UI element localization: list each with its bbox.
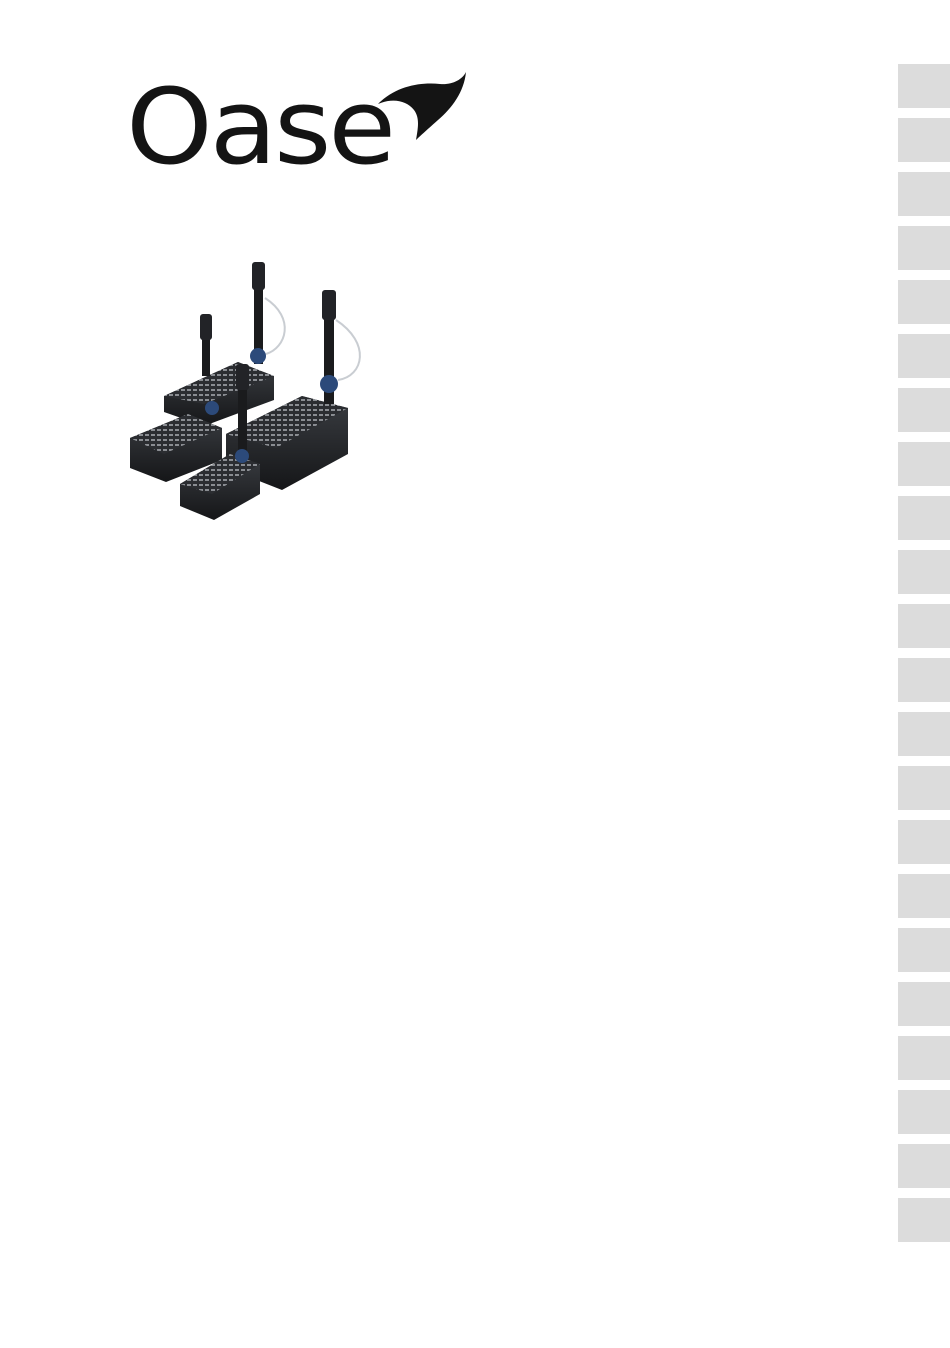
language-tab[interactable] (898, 712, 950, 756)
language-tab[interactable] (898, 1036, 950, 1080)
language-tab[interactable] (898, 1090, 950, 1134)
language-tab[interactable] (898, 820, 950, 864)
language-tab[interactable] (898, 766, 950, 810)
language-tab[interactable] (898, 334, 950, 378)
language-tab[interactable] (898, 1144, 950, 1188)
language-tab[interactable] (898, 280, 950, 324)
language-tab[interactable] (898, 874, 950, 918)
language-tab[interactable] (898, 1198, 950, 1242)
language-tab[interactable] (898, 64, 950, 108)
pump-unit-back-left (164, 262, 285, 426)
language-tab[interactable] (898, 388, 950, 432)
language-tab[interactable] (898, 172, 950, 216)
logo-wave-icon (336, 70, 466, 140)
language-tab[interactable] (898, 550, 950, 594)
language-tab[interactable] (898, 658, 950, 702)
language-tab[interactable] (898, 442, 950, 486)
language-tab[interactable] (898, 496, 950, 540)
brand-logo: Oase (126, 70, 466, 185)
language-tab[interactable] (898, 928, 950, 972)
language-tab[interactable] (898, 604, 950, 648)
product-image (126, 258, 374, 524)
language-tab-strip (898, 64, 950, 1244)
language-tab[interactable] (898, 118, 950, 162)
language-tab[interactable] (898, 982, 950, 1026)
language-tab[interactable] (898, 226, 950, 270)
